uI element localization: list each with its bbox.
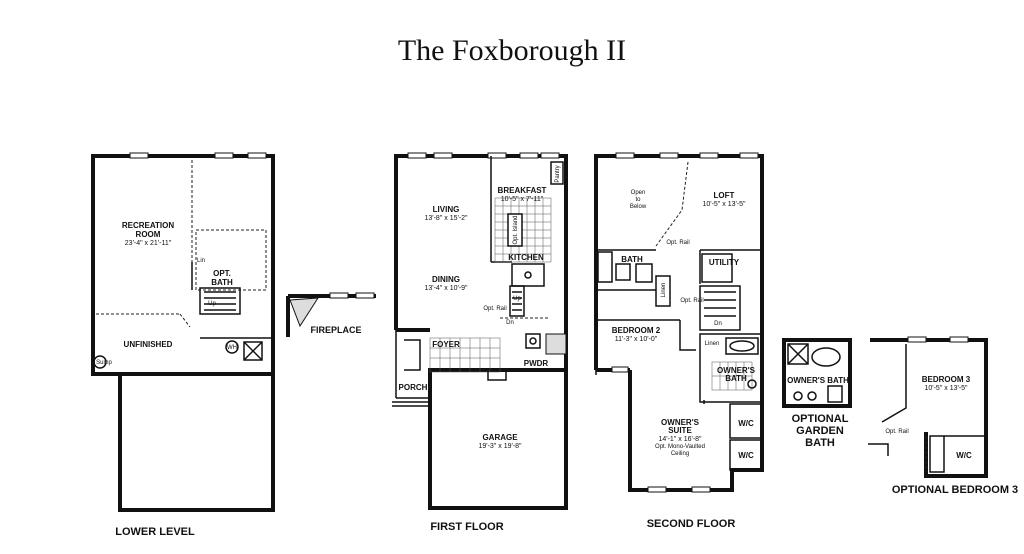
garden-bath-caption-3: BATH xyxy=(805,437,835,449)
bedroom-3-opt-rail: Opt. Rail xyxy=(885,429,908,435)
breakfast-dims: 10'-5" x 7'-11" xyxy=(501,196,544,203)
recreation-room-dims: 23'-4" x 21'-11" xyxy=(125,240,172,247)
owners-bath-label-2: BATH xyxy=(725,374,747,383)
opt-bath-label: OPT. xyxy=(213,269,231,278)
second-opt-rail-1: Opt. Rail xyxy=(666,240,689,246)
second-opt-rail-2: Opt. Rail xyxy=(680,298,703,304)
water-heater-label: WH xyxy=(227,345,237,351)
fireplace-label: FIREPLACE xyxy=(310,325,361,335)
garden-bath-caption-2: GARDEN xyxy=(796,425,844,437)
garden-bath-caption-1: OPTIONAL xyxy=(792,413,849,425)
lower-level-caption: LOWER LEVEL xyxy=(115,526,195,538)
bedroom-2-dims: 11'-3" x 10'-0" xyxy=(615,336,658,343)
owners-suite-note-2: Ceiling xyxy=(671,451,689,457)
dining-room-label: DINING xyxy=(432,275,460,284)
second-stair-dn-label: Dn xyxy=(714,321,722,327)
lower-stair-up-label: Up xyxy=(208,301,216,307)
garden-bath-plan xyxy=(782,338,852,408)
owners-suite-label-2: SUITE xyxy=(668,426,692,435)
owners-bath-label: OWNER'S xyxy=(717,366,756,375)
second-floor-caption: SECOND FLOOR xyxy=(647,518,736,530)
powder-room-label: PWDR xyxy=(524,359,549,368)
first-opt-rail-label: Opt. Rail xyxy=(483,306,506,312)
garden-bath-room-label: OWNER'S BATH xyxy=(787,376,849,385)
loft-label: LOFT xyxy=(714,191,735,200)
loft-dims: 10'-5" x 13'-5" xyxy=(702,201,746,208)
living-room-label: LIVING xyxy=(433,205,460,214)
porch-label: PORCH xyxy=(399,383,428,392)
recreation-room-label-2: ROOM xyxy=(136,230,161,239)
first-stair-up-label: Up xyxy=(513,296,521,302)
opt-bath-label-2: BATH xyxy=(211,278,233,287)
recreation-room-label: RECREATION xyxy=(122,221,175,230)
garage-dims: 19'-3" x 19'-8" xyxy=(478,443,522,450)
opt-island-label: Opt. Island xyxy=(513,215,519,244)
fireplace-option xyxy=(286,292,376,337)
living-room-dims: 13'-8" x 15'-2" xyxy=(424,215,468,222)
first-floor-caption: FIRST FLOOR xyxy=(430,521,503,533)
second-wic-label-2: W/C xyxy=(738,451,754,460)
owners-bath-tile-grid xyxy=(711,361,753,391)
second-bath-label: BATH xyxy=(621,255,643,264)
second-linen-label-2: Linen xyxy=(705,341,720,347)
first-floor-plan xyxy=(392,152,568,510)
bedroom-3-caption: OPTIONAL BEDROOM 3 xyxy=(892,484,1018,496)
second-wic-label-1: W/C xyxy=(738,419,754,428)
second-linen-label-1: Linen xyxy=(661,283,667,298)
owners-suite-label: OWNER'S xyxy=(661,418,700,427)
first-stair-dn-label: Dn xyxy=(506,320,514,326)
bedroom-2-label: BEDROOM 2 xyxy=(612,326,661,335)
sump-label: Sump xyxy=(96,360,112,366)
garage-label: GARAGE xyxy=(482,433,518,442)
plan-title: The Foxborough II xyxy=(397,34,627,67)
dining-room-dims: 13'-4" x 10'-9" xyxy=(424,285,468,292)
foyer-label: FOYER xyxy=(432,340,460,349)
second-floor-plan xyxy=(594,152,764,493)
breakfast-tile-grid xyxy=(494,197,552,263)
open-to-below-label-1: Open xyxy=(631,190,646,196)
owners-suite-note-1: Opt. Mono-Vaulted xyxy=(655,444,705,450)
open-to-below-label-2: to xyxy=(635,197,641,203)
utility-label: UTILITY xyxy=(709,258,740,267)
bedroom-3-dims: 10'-5" x 13'-5" xyxy=(924,385,968,392)
bedroom-3-plan xyxy=(868,336,988,478)
open-to-below-label-3: Below xyxy=(630,204,647,210)
owners-suite-dims: 14'-1" x 16'-8" xyxy=(658,436,702,443)
bedroom-3-label: BEDROOM 3 xyxy=(922,375,971,384)
lower-linen-label: Lin xyxy=(197,258,205,264)
pantry-label: Pantry xyxy=(555,165,561,182)
kitchen-label: KITCHEN xyxy=(508,253,544,262)
bedroom-3-wic: W/C xyxy=(956,451,972,460)
lower-level-plan xyxy=(91,152,275,512)
foyer-tile-grid xyxy=(429,337,501,373)
unfinished-label: UNFINISHED xyxy=(124,340,173,349)
breakfast-label: BREAKFAST xyxy=(498,186,547,195)
